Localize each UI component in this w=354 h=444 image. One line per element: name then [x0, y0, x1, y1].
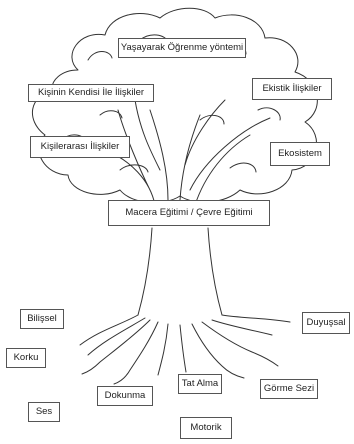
label-duyussal: Duyuşsal [302, 312, 350, 334]
label-kisilerarasi: Kişilerarası İlişkiler [30, 136, 130, 158]
label-yasayarak-ogrenme: Yaşayarak Öğrenme yöntemi [118, 38, 246, 58]
label-tat-alma: Tat Alma [178, 374, 222, 394]
label-ses: Ses [28, 402, 60, 422]
tree-trunk [138, 228, 222, 315]
label-ekistik: Ekistik İlişkiler [252, 78, 332, 100]
label-motorik: Motorik [180, 417, 232, 439]
label-ekosistem: Ekosistem [270, 142, 330, 166]
label-bilissel: Bilişsel [20, 309, 64, 329]
label-gorme-sezi: Görme Sezi [260, 379, 318, 399]
label-kisinin-kendisi: Kişinin Kendisi İle İlişkiler [28, 84, 154, 102]
label-dokunma: Dokunma [97, 386, 153, 406]
label-korku: Korku [6, 348, 46, 368]
label-macera-egitimi: Macera Eğitimi / Çevre Eğitimi [108, 200, 270, 226]
